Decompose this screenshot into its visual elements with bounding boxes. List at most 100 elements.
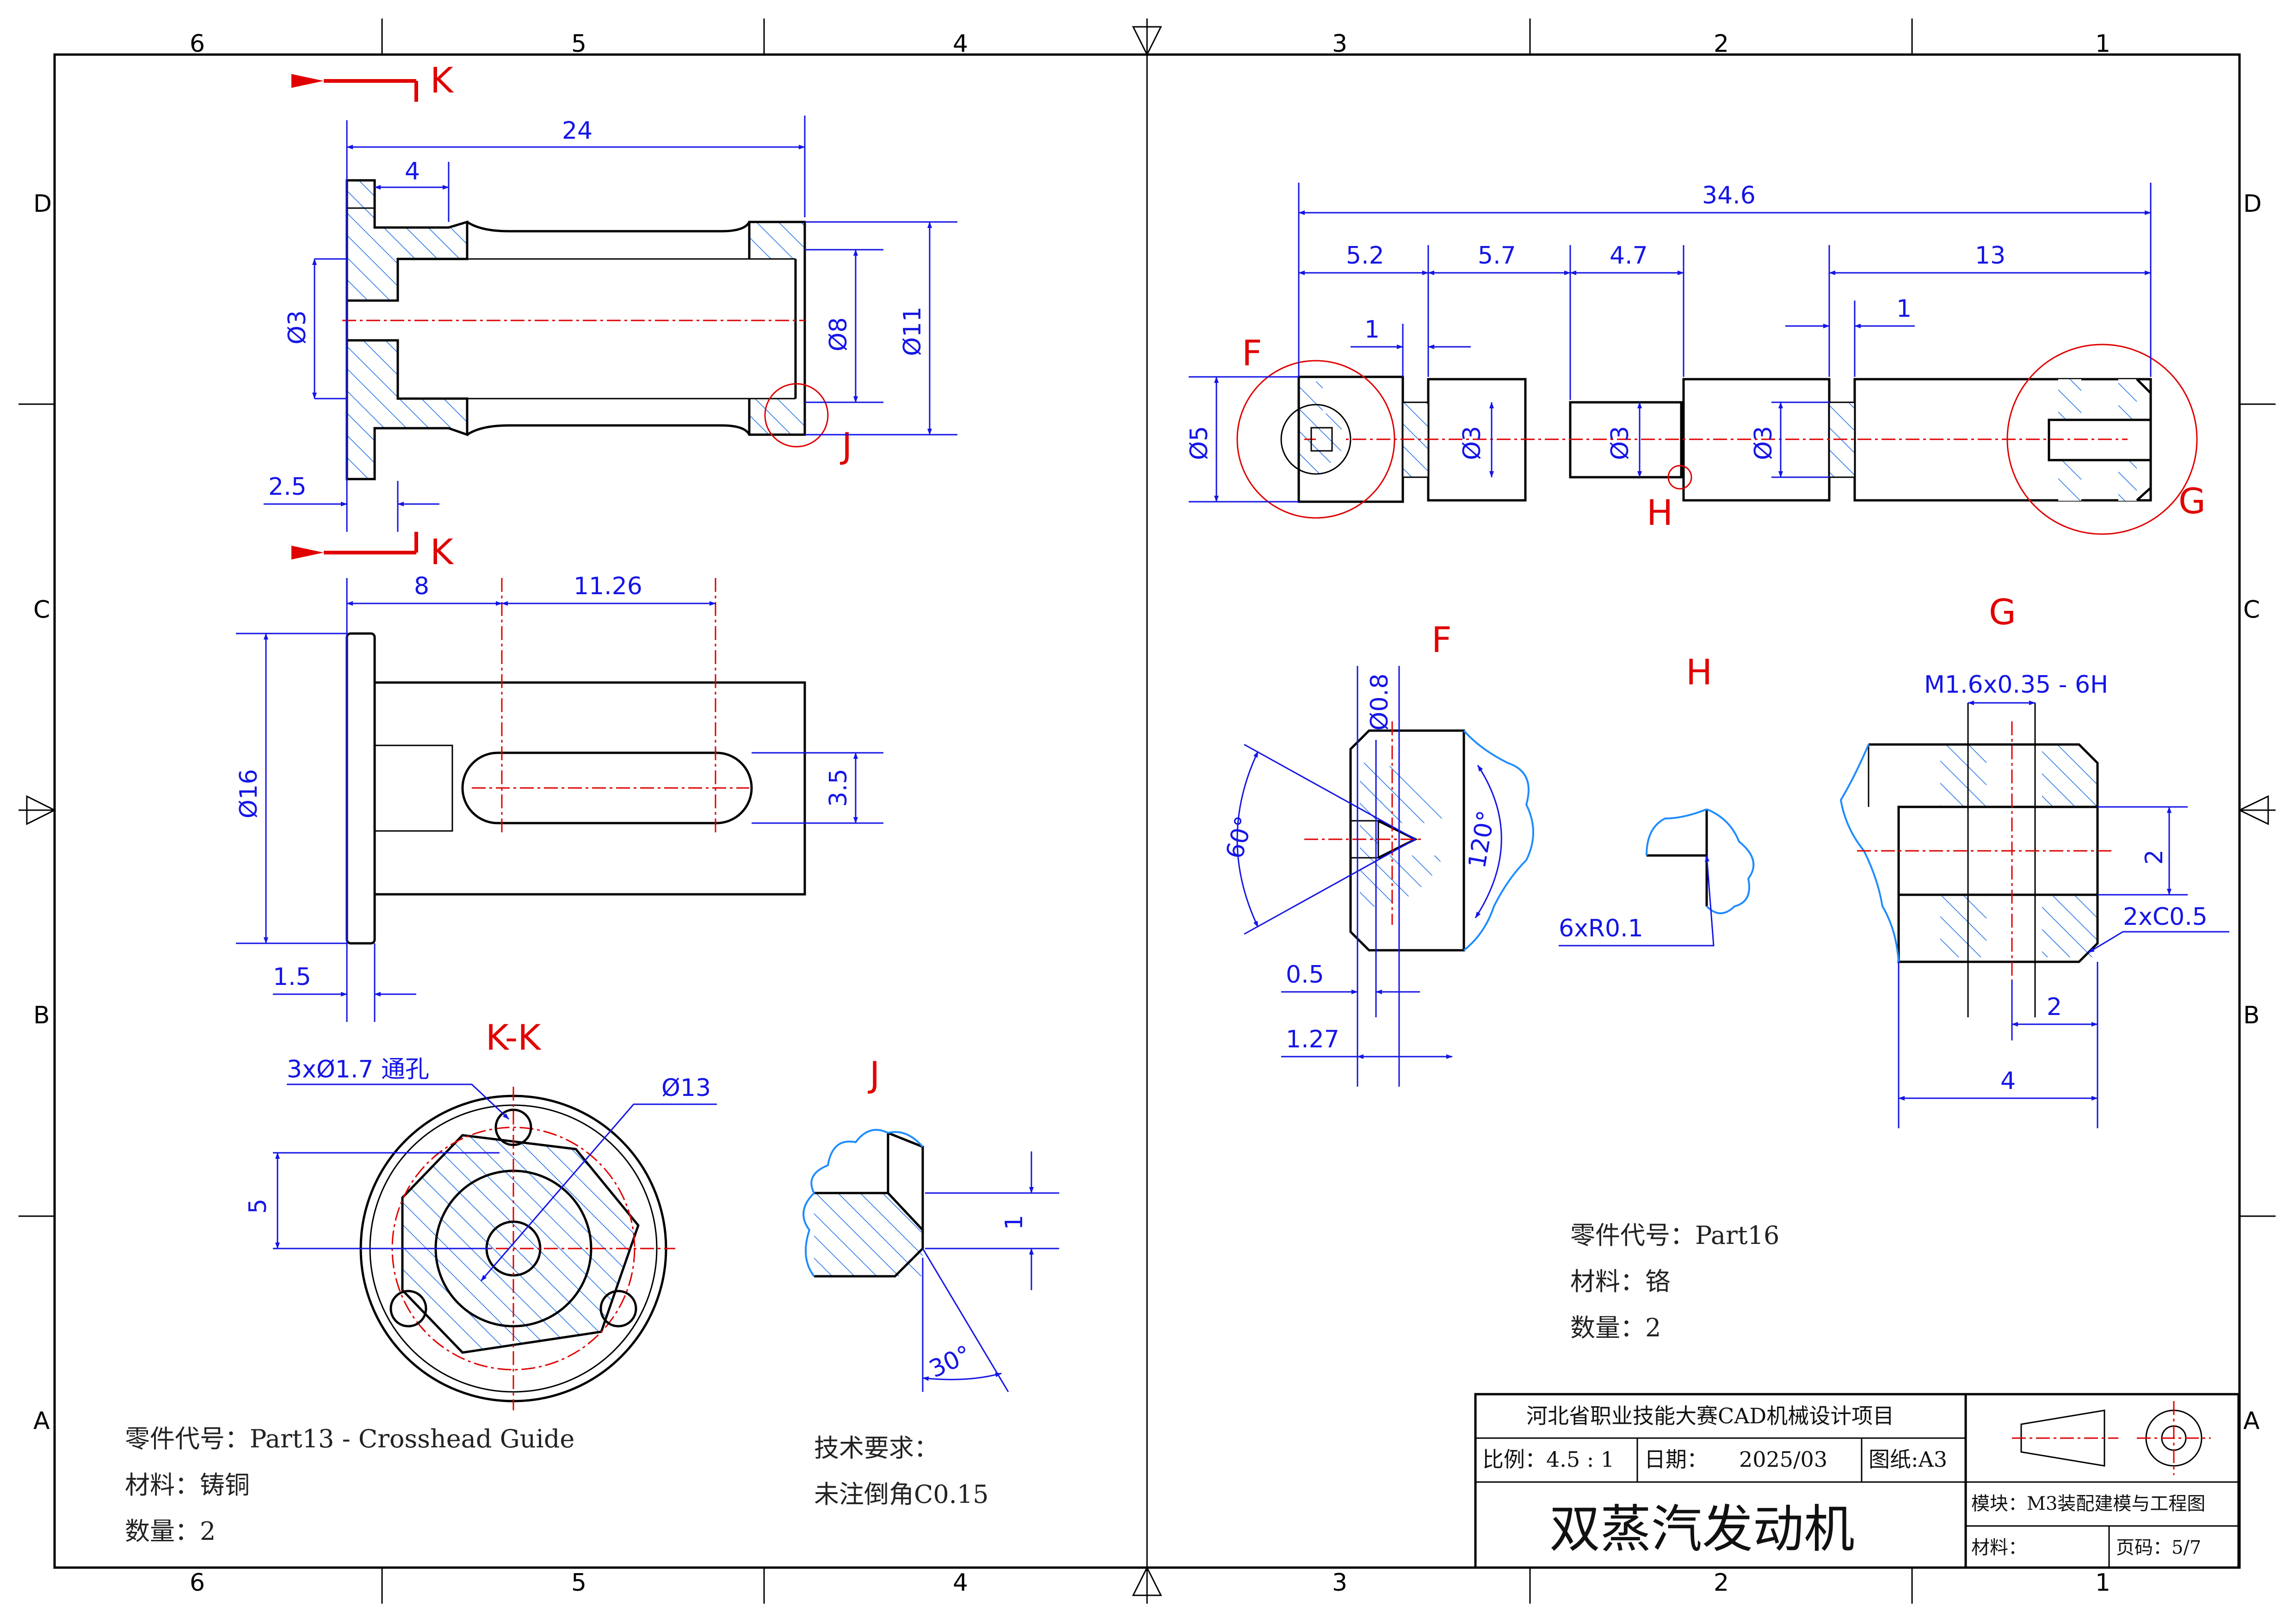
row-right-C: C xyxy=(2243,596,2260,624)
tech-req-line1: 未注倒角C0.15 xyxy=(814,1480,989,1509)
part13-material: 材料：铸铜 xyxy=(125,1470,250,1500)
dim-g-chamfer: 2xC0.5 xyxy=(2123,903,2208,931)
detail-g-circle xyxy=(2006,344,2198,535)
dim-dia-3b: Ø3 xyxy=(1606,426,1634,460)
dim-j-1: 1 xyxy=(1000,1215,1028,1230)
part13-notes: 零件代号：Part13 - Crosshead Guide 材料：铸铜 数量：2… xyxy=(125,1424,989,1546)
row-right-D: D xyxy=(2243,190,2262,218)
detail-j-circle xyxy=(764,383,829,448)
col-top-1: 1 xyxy=(2095,30,2110,58)
dim-5-2: 5.2 xyxy=(1346,242,1384,270)
detail-f-title: F xyxy=(1431,619,1452,660)
title-page: 页码：5/7 xyxy=(2116,1537,2201,1558)
detail-g-callout: G xyxy=(2178,480,2206,522)
col-bottom-2: 2 xyxy=(1714,1569,1729,1597)
dim-f-1-27: 1.27 xyxy=(1286,1026,1339,1053)
sheet-border: 6 5 4 3 2 1 6 5 4 3 2 1 D C B A D C B A xyxy=(19,18,2276,1604)
center-mark-top xyxy=(1132,26,1162,56)
zone-labels: 6 5 4 3 2 1 6 5 4 3 2 1 D C B A D C B A xyxy=(33,30,2262,1597)
part16-notes: 零件代号：Part16 材料：铬 数量：2 xyxy=(1570,1221,1779,1342)
section-kk-title: K-K xyxy=(486,1017,542,1058)
dim-f-0-5: 0.5 xyxy=(1286,961,1324,989)
title-module: 模块：M3装配建模与工程图 xyxy=(1971,1493,2205,1514)
row-left-B: B xyxy=(33,1002,50,1029)
projection-symbol-icon xyxy=(2012,1401,2211,1475)
dim-f-120: 120° xyxy=(1463,808,1501,870)
detail-j-title: J xyxy=(868,1054,880,1095)
center-mark-bottom xyxy=(1132,1566,1162,1596)
dim-dia-11: Ø11 xyxy=(899,307,926,356)
col-bottom-5: 5 xyxy=(571,1569,586,1597)
title-sheet-size: 图纸:A3 xyxy=(1869,1447,1947,1472)
col-top-5: 5 xyxy=(571,30,586,58)
dim-1a: 1 xyxy=(1364,316,1380,344)
part16-material: 材料：铬 xyxy=(1570,1267,1670,1296)
dim-3-5: 3.5 xyxy=(825,769,852,807)
dim-4: 4 xyxy=(405,158,420,185)
center-mark-right xyxy=(2238,795,2269,825)
section-kk-view: K-K 3xØ1.7 通孔 Ø13 5 xyxy=(244,1017,717,1410)
part13-elevation-view: 8 11.26 Ø16 3.5 1.5 xyxy=(235,572,883,1022)
section-k-top: K xyxy=(430,60,454,101)
part16-code: 零件代号：Part16 xyxy=(1570,1221,1779,1250)
col-bottom-4: 4 xyxy=(953,1569,968,1597)
detail-f-circle xyxy=(1236,360,1395,519)
tech-req-title: 技术要求： xyxy=(814,1433,939,1463)
detail-j-callout: J xyxy=(840,425,852,466)
detail-h-callout: H xyxy=(1647,492,1673,533)
dim-2-5: 2.5 xyxy=(268,473,307,501)
detail-f-view: F Ø0.8 60° 120° 0.5 1.27 xyxy=(1221,619,1534,1087)
col-top-3: 3 xyxy=(1332,30,1347,58)
zone-ticks xyxy=(19,18,2276,1604)
section-k-bottom: K xyxy=(430,531,454,572)
dim-holes: 3xØ1.7 通孔 xyxy=(287,1056,429,1083)
dim-f-60: 60° xyxy=(1221,813,1259,862)
row-left-A: A xyxy=(33,1407,50,1435)
dim-1b: 1 xyxy=(1896,295,1912,323)
col-top-6: 6 xyxy=(190,30,205,58)
col-bottom-3: 3 xyxy=(1332,1569,1347,1597)
title-date-value: 2025/03 xyxy=(1739,1447,1827,1472)
part16-quantity: 数量：2 xyxy=(1570,1313,1661,1342)
dim-g-2h: 2 xyxy=(2047,993,2062,1021)
detail-g-view: G M1.6x0.35 - 6H 2 2xC0.5 2 4 xyxy=(1839,591,2229,1128)
dim-dia-8: Ø8 xyxy=(825,317,852,351)
part16-main-view: F H G 34.6 5.2 5.7 4.7 13 1 1 Ø5 Ø3 xyxy=(1185,182,2206,535)
dim-dia-3: Ø3 xyxy=(284,310,311,344)
row-right-B: B xyxy=(2243,1002,2260,1029)
dim-f-dia-0-8: Ø0.8 xyxy=(1366,673,1394,731)
dim-dia-16: Ø16 xyxy=(235,769,263,818)
dim-34-6: 34.6 xyxy=(1702,182,1756,209)
title-material: 材料： xyxy=(1971,1537,2027,1558)
row-right-A: A xyxy=(2243,1407,2260,1435)
title-date-label: 日期： xyxy=(1644,1447,1708,1472)
col-bottom-1: 1 xyxy=(2095,1569,2110,1597)
title-drawing-name: 双蒸汽发动机 xyxy=(1549,1500,1855,1559)
part13-section-view: J K K 24 4 Ø3 Ø8 Ø11 2.5 xyxy=(264,60,957,572)
row-left-C: C xyxy=(33,596,50,624)
dim-dia-3a: Ø3 xyxy=(1458,426,1486,460)
center-mark-left xyxy=(26,795,56,825)
detail-h-view: H 6xR0.1 xyxy=(1559,652,1755,947)
detail-g-title: G xyxy=(1989,591,2016,633)
dim-13: 13 xyxy=(1975,242,2005,270)
title-block: 河北省职业技能大赛CAD机械设计项目 比例：4.5 : 1 日期： 2025/0… xyxy=(1474,1393,2240,1569)
dim-24: 24 xyxy=(562,117,592,145)
row-left-D: D xyxy=(33,190,52,218)
dim-g-2v: 2 xyxy=(2141,849,2168,865)
col-bottom-6: 6 xyxy=(190,1569,205,1597)
title-scale: 比例：4.5 : 1 xyxy=(1482,1447,1614,1472)
dim-dia-13: Ø13 xyxy=(661,1074,711,1102)
dim-5: 5 xyxy=(244,1199,272,1214)
dim-1-5: 1.5 xyxy=(273,963,311,991)
dim-g-4: 4 xyxy=(2000,1067,2016,1095)
dim-g-thread: M1.6x0.35 - 6H xyxy=(1924,671,2108,699)
dim-5-7: 5.7 xyxy=(1478,242,1516,270)
dim-4-7: 4.7 xyxy=(1610,242,1648,270)
dim-11-26: 11.26 xyxy=(574,572,642,600)
detail-h-circle xyxy=(1667,465,1692,490)
detail-f-callout: F xyxy=(1242,332,1262,374)
dim-8: 8 xyxy=(414,572,429,600)
detail-h-title: H xyxy=(1686,652,1712,693)
